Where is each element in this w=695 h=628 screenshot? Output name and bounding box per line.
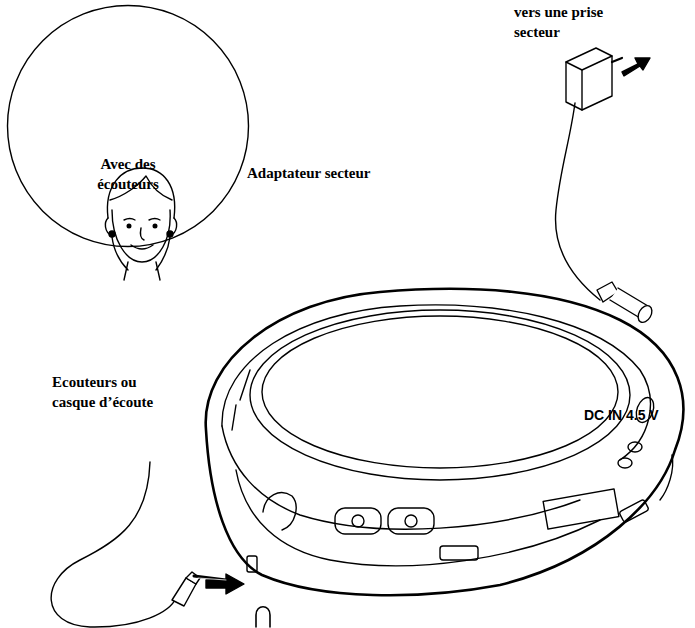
circle-outline xyxy=(6,4,250,248)
adapter-label: Adaptateur secteur xyxy=(247,163,417,183)
headphone-symbol xyxy=(256,607,270,627)
jack-label: DC IN 4.5 V xyxy=(584,406,692,425)
circle-callout: Avec des écouteurs xyxy=(6,4,250,248)
earphone-label: Ecouteurs ou casque d’écoute xyxy=(52,372,180,413)
plug-target-label: vers une prise secteur xyxy=(514,2,626,43)
cd-player xyxy=(206,289,684,595)
circle-title: Avec des écouteurs xyxy=(78,154,178,195)
earphone-plug xyxy=(51,462,226,627)
ac-adapter xyxy=(556,48,655,325)
arrow xyxy=(622,58,650,76)
